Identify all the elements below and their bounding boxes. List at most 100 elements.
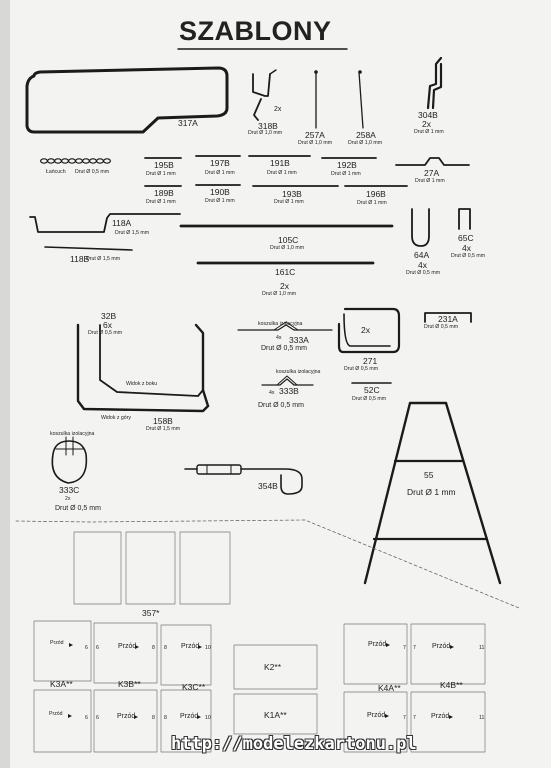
part-label: Przód bbox=[180, 713, 199, 720]
part-label: 197B bbox=[210, 158, 230, 168]
part-label: Drut Ø 1 mm bbox=[331, 171, 361, 177]
part-333c bbox=[51, 440, 88, 484]
part-label: Drut Ø 1,0 mm bbox=[298, 140, 333, 146]
part-label: Drut Ø 1 mm bbox=[267, 170, 297, 176]
part-label: K3C** bbox=[182, 682, 206, 692]
part-chain bbox=[39, 158, 111, 164]
part-label: 118B bbox=[70, 254, 90, 264]
part-label: Drut Ø 0,5 mm bbox=[75, 169, 110, 175]
part-label: Drut Ø 0,5 mm bbox=[352, 396, 387, 402]
part-label: Przód bbox=[181, 643, 200, 650]
part-label: 190B bbox=[210, 187, 230, 197]
page-edge bbox=[0, 0, 10, 768]
part-label: 11 bbox=[479, 715, 485, 721]
part-label: Drut Ø 1,5 mm bbox=[146, 426, 181, 432]
part-label: Drut Ø 1 mm bbox=[357, 200, 387, 206]
part-317a bbox=[25, 66, 229, 134]
part-label: Drut Ø 0,5 mm bbox=[261, 345, 307, 352]
part-label: 304B bbox=[418, 110, 438, 120]
part-label: Drut Ø 1,0 mm bbox=[348, 140, 383, 146]
part-label: 354B bbox=[258, 481, 278, 491]
part-label: 2x bbox=[422, 119, 431, 129]
part-label: 257A bbox=[305, 130, 325, 140]
part-label: 105C bbox=[278, 235, 299, 245]
part-304b bbox=[426, 56, 443, 110]
part-label: Drut Ø 0,5 mm bbox=[88, 330, 123, 336]
part-318b bbox=[252, 73, 271, 121]
part-label: Drut Ø 0,5 mm bbox=[424, 324, 459, 330]
part-label: Drut Ø 1,5 mm bbox=[86, 256, 121, 262]
part-label: 6 bbox=[85, 645, 88, 651]
part-label: 2x bbox=[280, 281, 289, 291]
part-333a bbox=[237, 324, 333, 331]
part-label: 10 bbox=[205, 715, 211, 721]
part-label: 6 bbox=[85, 715, 88, 721]
part-32b bbox=[76, 323, 210, 413]
part-label: Widok z boku bbox=[126, 381, 158, 387]
part-label: 192B bbox=[337, 160, 357, 170]
part-64a bbox=[411, 208, 430, 247]
part-label: Drut Ø 1,0 mm bbox=[262, 291, 297, 297]
part-label: 4x bbox=[276, 335, 282, 341]
part-label: 118A bbox=[112, 218, 132, 228]
part-label: Przód bbox=[118, 643, 137, 650]
part-118b bbox=[44, 246, 133, 251]
part-label: K4A** bbox=[378, 683, 401, 693]
part-label: Drut Ø 1 mm bbox=[414, 129, 444, 135]
panels-357 bbox=[73, 531, 231, 605]
part-label: 271 bbox=[363, 356, 378, 366]
part-label: 333A bbox=[289, 335, 309, 345]
part-label: Przód bbox=[50, 640, 64, 646]
part-label: 8 bbox=[164, 715, 167, 721]
part-65c bbox=[458, 208, 471, 230]
part-label: Drut Ø 0,5 mm bbox=[344, 366, 379, 372]
part-label: 2x bbox=[65, 496, 71, 502]
panels-k bbox=[33, 620, 486, 753]
part-label: 4x bbox=[269, 390, 275, 396]
part-label: Przód bbox=[431, 713, 450, 720]
part-label: 231A bbox=[438, 314, 458, 324]
part-label: 317A bbox=[178, 118, 198, 128]
part-354b bbox=[184, 464, 303, 495]
part-333b bbox=[261, 378, 314, 386]
part-label: Przód bbox=[368, 641, 387, 648]
part-label: 333C bbox=[59, 485, 80, 495]
part-label: 258A bbox=[356, 130, 376, 140]
part-label: Drut Ø 0,5 mm bbox=[258, 402, 304, 409]
part-label: 6 bbox=[96, 645, 99, 651]
part-label: 32B bbox=[101, 311, 117, 321]
part-label: K4B** bbox=[440, 680, 463, 690]
part-label: 195B bbox=[154, 160, 174, 170]
part-158b bbox=[99, 324, 204, 397]
part-label: Drut Ø 1,0 mm bbox=[270, 245, 305, 251]
part-label: 318B bbox=[258, 121, 278, 131]
part-label: 8 bbox=[152, 645, 155, 651]
part-label: 189B bbox=[154, 188, 174, 198]
part-label: 7 bbox=[413, 715, 416, 721]
part-label: koszulka izolacyjna bbox=[258, 321, 303, 327]
part-271 bbox=[337, 307, 401, 354]
part-label: 6 bbox=[96, 715, 99, 721]
part-label: Drut Ø 0,5 mm bbox=[406, 270, 441, 276]
part-27a bbox=[395, 157, 470, 166]
part-label: Drut Ø 0,5 mm bbox=[451, 253, 486, 259]
part-label: 196B bbox=[366, 189, 386, 199]
dashed-separator bbox=[15, 519, 520, 609]
part-label: 2x bbox=[361, 325, 370, 335]
part-label: Przód bbox=[117, 713, 136, 720]
part-label: Przód bbox=[367, 712, 386, 719]
part-label: 7 bbox=[403, 715, 406, 721]
part-label: Drut Ø 1,5 mm bbox=[115, 230, 150, 236]
part-label: 191B bbox=[270, 158, 290, 168]
part-label: K2** bbox=[264, 662, 282, 672]
part-label: 2x bbox=[274, 106, 282, 113]
part-label: Widok z góry bbox=[101, 415, 131, 421]
part-label: Drut Ø 1 mm bbox=[415, 178, 445, 184]
part-label: 65C bbox=[458, 233, 474, 243]
part-label: Drut Ø 1 mm bbox=[205, 198, 235, 204]
part-label: 7 bbox=[403, 645, 406, 651]
part-label: 333B bbox=[279, 386, 299, 396]
part-label: K1A** bbox=[264, 710, 287, 720]
